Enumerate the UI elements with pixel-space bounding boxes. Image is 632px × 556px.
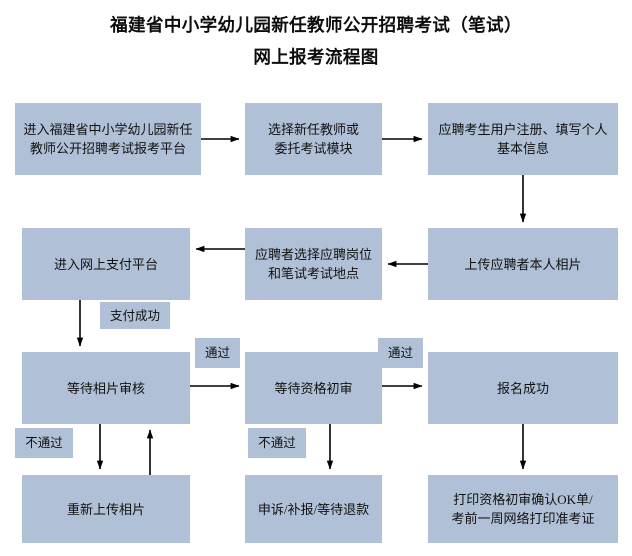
node-select-module-label: 选择新任教师或 委托考试模块 xyxy=(267,122,359,156)
edge-label-photo-pass-text: 通过 xyxy=(204,346,230,360)
edge-label-pay-success: 支付成功 xyxy=(100,302,170,329)
node-appeal-refund[interactable]: 申诉/补报/等待退款 xyxy=(245,475,382,543)
node-wait-qualification-review[interactable]: 等待资格初审 xyxy=(245,352,382,424)
edge-label-qualification-fail: 不通过 xyxy=(248,428,306,458)
node-register-info[interactable]: 应聘考生用户注册、填写个人 基本信息 xyxy=(428,103,618,175)
title-line-2: 网上报考流程图 xyxy=(253,47,379,67)
node-print-admission-label: 打印资格初审确认OK单/ 考前一周网络打印准考证 xyxy=(451,492,595,526)
edge-label-photo-fail: 不通过 xyxy=(15,428,73,458)
node-print-admission[interactable]: 打印资格初审确认OK单/ 考前一周网络打印准考证 xyxy=(428,475,618,543)
node-select-module[interactable]: 选择新任教师或 委托考试模块 xyxy=(245,103,382,175)
node-registration-success[interactable]: 报名成功 xyxy=(428,352,618,424)
edge-label-qualification-pass-text: 通过 xyxy=(387,346,413,360)
node-reupload-photo-label: 重新上传相片 xyxy=(66,501,145,517)
node-enter-platform-label: 进入福建省中小学幼儿园新任 教师公开招聘考试报考平台 xyxy=(23,122,193,156)
node-reupload-photo[interactable]: 重新上传相片 xyxy=(22,475,190,543)
edge-label-photo-pass: 通过 xyxy=(195,338,240,368)
page-title: 福建省中小学幼儿园新任教师公开招聘考试（笔试） 网上报考流程图 xyxy=(0,10,632,72)
edge-label-photo-fail-text: 不通过 xyxy=(25,436,63,450)
node-select-post-label: 应聘者选择应聘岗位 和笔试考试地点 xyxy=(254,247,372,281)
node-upload-photo-label: 上传应聘者本人相片 xyxy=(464,256,582,272)
edge-label-qualification-pass: 通过 xyxy=(378,338,423,368)
node-payment-platform-label: 进入网上支付平台 xyxy=(53,256,158,272)
node-appeal-refund-label: 申诉/补报/等待退款 xyxy=(257,501,370,517)
node-payment-platform[interactable]: 进入网上支付平台 xyxy=(22,228,190,300)
title-line-1: 福建省中小学幼儿园新任教师公开招聘考试（笔试） xyxy=(110,15,522,35)
node-enter-platform[interactable]: 进入福建省中小学幼儿园新任 教师公开招聘考试报考平台 xyxy=(15,103,201,175)
node-wait-qualification-review-label: 等待资格初审 xyxy=(274,380,353,396)
node-upload-photo[interactable]: 上传应聘者本人相片 xyxy=(428,228,618,300)
node-registration-success-label: 报名成功 xyxy=(496,380,549,396)
edge-label-pay-success-text: 支付成功 xyxy=(109,308,160,323)
edge-label-qualification-fail-text: 不通过 xyxy=(258,436,296,450)
node-register-info-label: 应聘考生用户注册、填写个人 基本信息 xyxy=(438,122,608,156)
node-select-post[interactable]: 应聘者选择应聘岗位 和笔试考试地点 xyxy=(245,228,382,300)
node-wait-photo-review-label: 等待相片审核 xyxy=(66,380,145,396)
node-wait-photo-review[interactable]: 等待相片审核 xyxy=(22,352,190,424)
